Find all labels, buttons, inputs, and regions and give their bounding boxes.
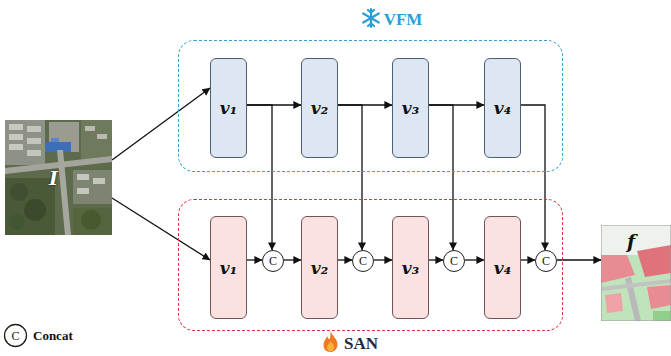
input-image xyxy=(5,120,112,235)
image-symbol: I xyxy=(49,168,58,188)
vfm-stage-box: v₂ xyxy=(301,58,338,158)
node-label: C xyxy=(359,255,367,267)
concat-circle: C xyxy=(443,250,465,272)
image-symbol: f xyxy=(627,231,635,251)
san-stage-box: v₄ xyxy=(484,216,521,319)
output-map-node: f xyxy=(601,225,671,321)
input-image-node: I xyxy=(5,120,112,235)
vfm-stage-box: v₃ xyxy=(392,58,429,158)
flow-arrow xyxy=(284,259,301,260)
node-label: v₁ xyxy=(220,258,237,278)
node-label: v₂ xyxy=(311,98,328,118)
node-label: v₄ xyxy=(494,258,511,278)
san-stage-box: v₁ xyxy=(210,216,247,319)
snowflake-icon xyxy=(360,7,382,29)
region-title: VFM xyxy=(384,10,423,30)
vfm-stage-box: v₁ xyxy=(210,58,247,158)
node-label: v₂ xyxy=(311,258,328,278)
flow-arrow xyxy=(521,259,535,260)
node-label: C xyxy=(269,255,277,267)
concat-circle: C xyxy=(352,250,374,272)
flow-arrow xyxy=(429,259,443,260)
node-label: C xyxy=(542,255,550,267)
segmentation-map xyxy=(601,225,671,321)
flow-arrow xyxy=(247,259,262,260)
vfm-stage-box: v₄ xyxy=(484,58,521,158)
node-label: v₃ xyxy=(402,98,419,118)
flow-arrow xyxy=(374,259,392,260)
node-label: v₁ xyxy=(220,98,237,118)
flow-arrow xyxy=(557,259,601,260)
concat-circle: C xyxy=(262,250,284,272)
flow-arrow xyxy=(338,105,362,250)
legend-text: Concat xyxy=(33,328,73,344)
concat-circle: C xyxy=(535,250,557,272)
flow-arrow xyxy=(112,88,210,160)
san-stage-box: v₂ xyxy=(301,216,338,319)
san-stage-box: v₃ xyxy=(392,216,429,319)
flow-arrow xyxy=(247,105,272,250)
node-label: v₄ xyxy=(494,98,511,118)
flow-arrow xyxy=(465,259,484,260)
legend-symbol-letter: C xyxy=(11,328,19,344)
flow-arrow xyxy=(338,259,352,260)
flow-arrow xyxy=(112,198,210,260)
trainable-region: SANv₁Cv₂Cv₃Cv₄C xyxy=(178,199,563,331)
flow-arrow xyxy=(429,105,453,250)
node-label: C xyxy=(450,255,458,267)
frozen-region: VFMv₁v₂v₃v₄ xyxy=(178,40,563,172)
flame-icon xyxy=(322,331,339,352)
flow-arrow xyxy=(521,105,545,250)
node-label: v₃ xyxy=(402,258,419,278)
region-title: SAN xyxy=(344,334,378,354)
